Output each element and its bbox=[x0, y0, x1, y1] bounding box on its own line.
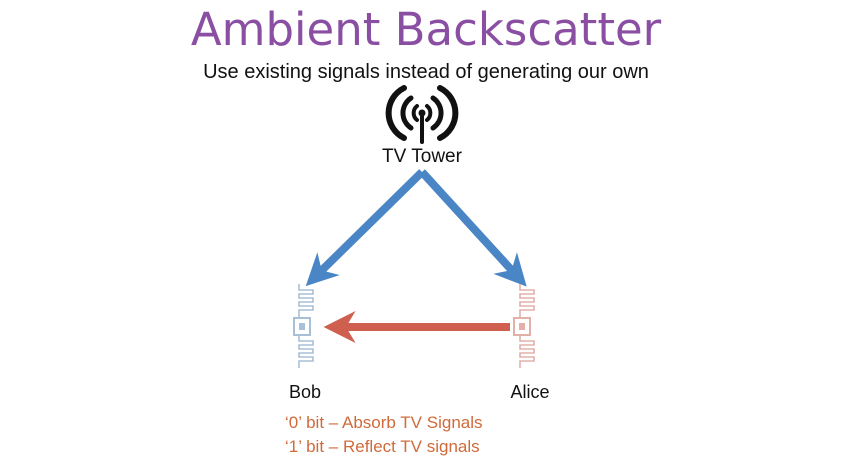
page-title: Ambient Backscatter bbox=[190, 3, 662, 56]
legend-bit-1: ‘1’ bit – Reflect TV signals bbox=[285, 437, 480, 456]
bob-antenna-icon bbox=[293, 284, 314, 368]
page-subtitle: Use existing signals instead of generati… bbox=[203, 61, 649, 83]
tv-signal-arrow-to-bob bbox=[305, 169, 425, 287]
bob-label: Bob bbox=[288, 382, 322, 402]
legend-bit-0: ‘0’ bit – Absorb TV Signals bbox=[285, 413, 483, 432]
tv-signal-arrow-to-alice bbox=[419, 169, 527, 287]
broadcast-tower-icon bbox=[385, 85, 459, 144]
alice-label: Alice bbox=[510, 382, 550, 402]
tv-tower-label: TV Tower bbox=[382, 146, 462, 167]
alice-antenna-icon bbox=[513, 284, 535, 368]
